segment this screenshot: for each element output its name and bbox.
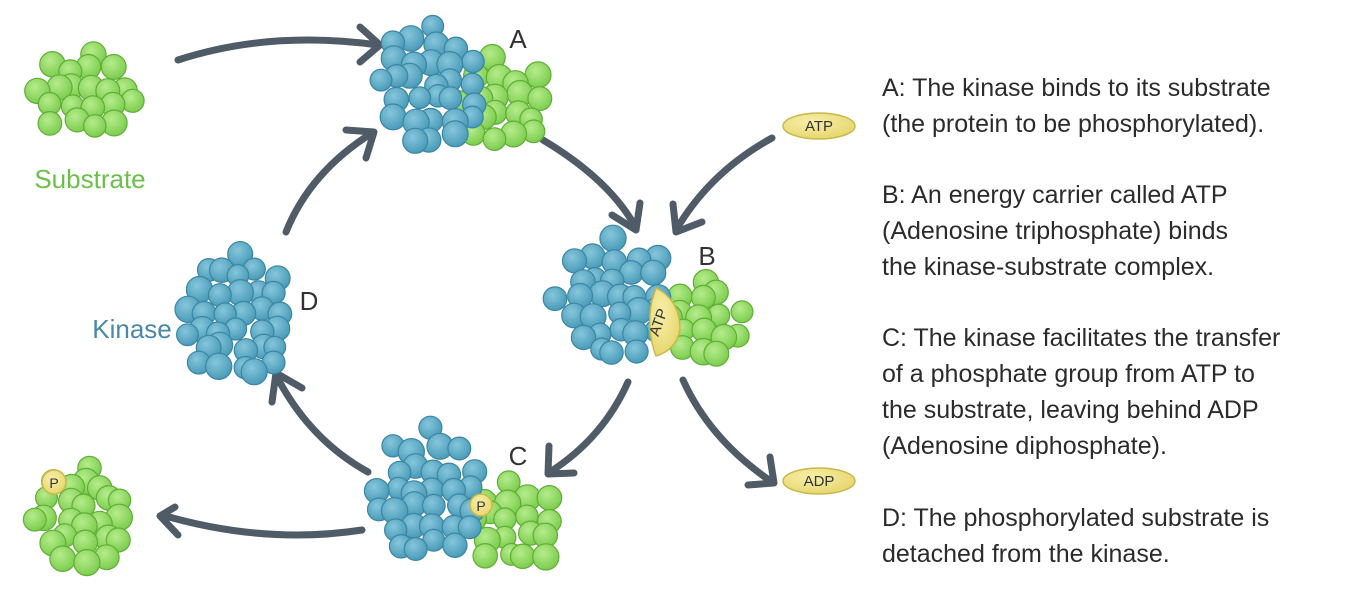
description-line: the kinase-substrate complex. xyxy=(882,253,1215,281)
substrate-sphere xyxy=(100,53,127,80)
adp-pill: ADP xyxy=(782,467,856,495)
arrow-a-to-b xyxy=(539,136,644,234)
arrow-atp-to-b xyxy=(669,134,776,236)
kinase-sphere xyxy=(599,340,624,365)
stage-d-label: D xyxy=(300,286,319,316)
arrow-c-to-d xyxy=(268,369,372,476)
released-substrate-cluster xyxy=(22,455,133,577)
protein-clusters xyxy=(22,14,754,577)
description-c: C: The kinase facilitates the transfer o… xyxy=(882,320,1352,464)
kinase-sphere xyxy=(542,286,568,312)
kinase-sphere xyxy=(402,127,429,154)
phosphate-label-c: P xyxy=(476,498,485,514)
kinase-sphere xyxy=(640,259,667,286)
substrate-sphere xyxy=(509,543,536,570)
kinase-sphere xyxy=(403,536,428,561)
description-line: (Adenosine diphosphate). xyxy=(882,432,1167,460)
description-line: D: The phosphorylated substrate is xyxy=(882,504,1270,532)
substrate-sphere xyxy=(83,114,107,138)
kinase-sphere xyxy=(240,358,268,386)
arrow-b-to-c xyxy=(544,378,632,478)
complex-b-substrate xyxy=(655,269,754,367)
substrate-sphere xyxy=(49,545,76,572)
kinase-sphere xyxy=(599,224,627,252)
kinase-sphere xyxy=(408,86,432,110)
atp-pill: ATP xyxy=(782,112,856,140)
phosphate-label-released: P xyxy=(49,475,58,491)
arrow-substrate-to-a xyxy=(174,23,384,66)
kinase-sphere xyxy=(442,532,468,559)
description-line: of a phosphate group from ATP to xyxy=(882,360,1255,388)
substrate-sphere xyxy=(532,543,560,571)
stage-b-label: B xyxy=(698,241,715,271)
substrate-sphere xyxy=(22,507,47,532)
arrow-b-to-adp xyxy=(679,376,778,489)
kinase-sphere xyxy=(447,436,472,461)
kinase-sphere xyxy=(441,120,469,148)
description-line: (the protein to be phosphorylated). xyxy=(882,110,1265,138)
substrate-sphere xyxy=(536,485,563,511)
substrate-sphere xyxy=(703,340,730,367)
description-d: D: The phosphorylated substrate is detac… xyxy=(882,500,1352,572)
substrate-cluster xyxy=(24,41,145,138)
substrate-sphere xyxy=(472,542,498,569)
description-line: B: An energy carrier called ATP xyxy=(882,181,1228,209)
kinase-label: Kinase xyxy=(92,314,172,344)
complex-c-kinase xyxy=(363,415,488,561)
adp-pill-label: ADP xyxy=(804,473,835,490)
phosphate-on-c: P xyxy=(469,493,493,517)
kinase-sphere xyxy=(438,86,463,110)
description-line: C: The kinase facilitates the transfer xyxy=(882,324,1281,352)
kinase-sphere xyxy=(176,323,200,347)
description-line: the substrate, leaving behind ADP xyxy=(882,396,1259,424)
substrate-label: Substrate xyxy=(34,164,145,194)
substrate-sphere xyxy=(37,110,63,136)
arrow-c-to-released-substrate xyxy=(156,503,366,539)
kinase-sphere xyxy=(457,515,482,540)
substrate-sphere xyxy=(73,548,101,577)
complex-a-kinase xyxy=(369,14,487,154)
kinase-sphere xyxy=(204,352,233,380)
kinase-sphere xyxy=(624,339,649,364)
description-b: B: An energy carrier called ATP (Adenosi… xyxy=(882,177,1352,285)
atp-pill-label: ATP xyxy=(805,118,833,135)
description-a: A: The kinase binds to its substrate (th… xyxy=(882,70,1352,142)
description-line: detached from the kinase. xyxy=(882,540,1170,568)
kinase-sphere xyxy=(460,72,484,97)
kinase-sphere xyxy=(570,324,597,351)
substrate-sphere xyxy=(482,127,507,152)
kinase-sphere xyxy=(369,68,393,92)
stage-a-label: A xyxy=(509,24,527,54)
phosphate-on-released-substrate: P xyxy=(41,469,67,495)
kinase-sphere xyxy=(379,103,407,131)
atp-bound-molecule: ATP xyxy=(646,286,681,357)
substrate-sphere xyxy=(730,300,754,324)
description-line: A: The kinase binds to its substrate xyxy=(882,74,1271,102)
arrow-d-to-a xyxy=(282,126,378,236)
substrate-sphere xyxy=(527,86,553,112)
description-line: (Adenosine triphosphate) binds xyxy=(882,217,1229,245)
stage-c-label: C xyxy=(509,441,528,471)
kinase-cluster xyxy=(174,241,293,386)
kinase-sphere xyxy=(461,49,485,74)
